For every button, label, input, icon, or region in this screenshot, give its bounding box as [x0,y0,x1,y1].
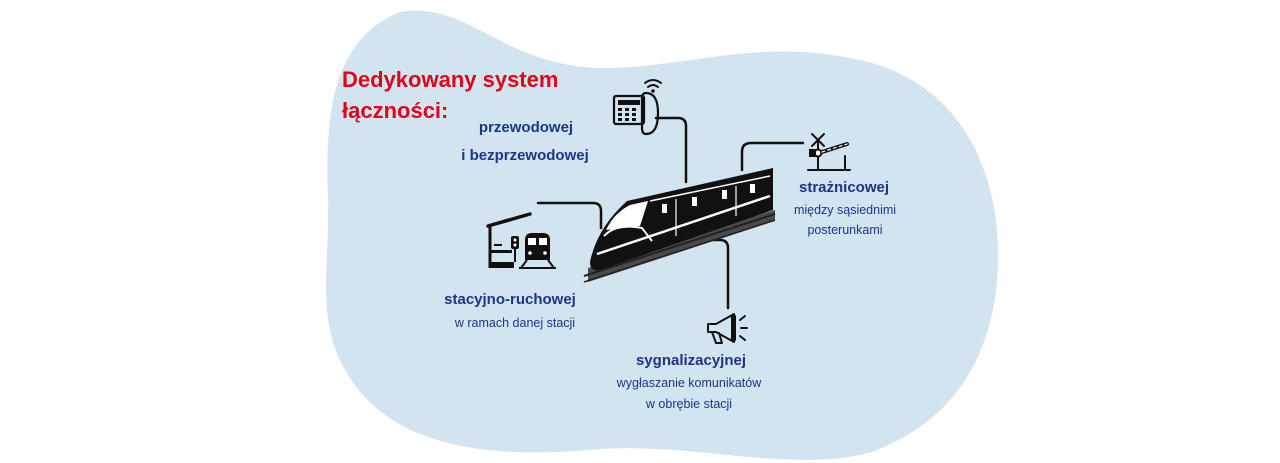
connector-phone [654,116,688,184]
station-desc: w ramach danej stacji [454,316,576,330]
connector-station [536,201,603,230]
phone-wifi-icon [612,79,662,136]
signal-desc-line-1: wygłaszanie komunikatów [616,376,762,390]
diagram-title-line-1: Dedykowany system [342,67,559,92]
connector-signal [701,238,730,310]
connector-post [740,141,805,172]
post-title: strażnicowej [798,179,890,196]
high-speed-train-icon [583,168,776,283]
station-platform-train-icon [486,212,556,269]
wired-label-line-1: przewodowej [478,119,574,136]
wired-label-line-2: i bezprzewodowej [461,147,589,164]
post-desc-line-1: między sąsiednimi [793,203,897,217]
post-desc-line-2: posterunkami [807,223,883,237]
diagram-title: Dedykowany system łączności: [342,64,558,126]
station-title: stacyjno-ruchowej [444,291,576,308]
diagram-title-line-2: łączności: [342,98,449,123]
megaphone-icon [707,313,748,344]
connector-lines [536,116,805,310]
signal-desc-line-2: w obrębie stacji [645,397,733,411]
railway-crossing-barrier-icon [807,133,851,171]
signal-title: sygnalizacyjnej [635,352,747,369]
